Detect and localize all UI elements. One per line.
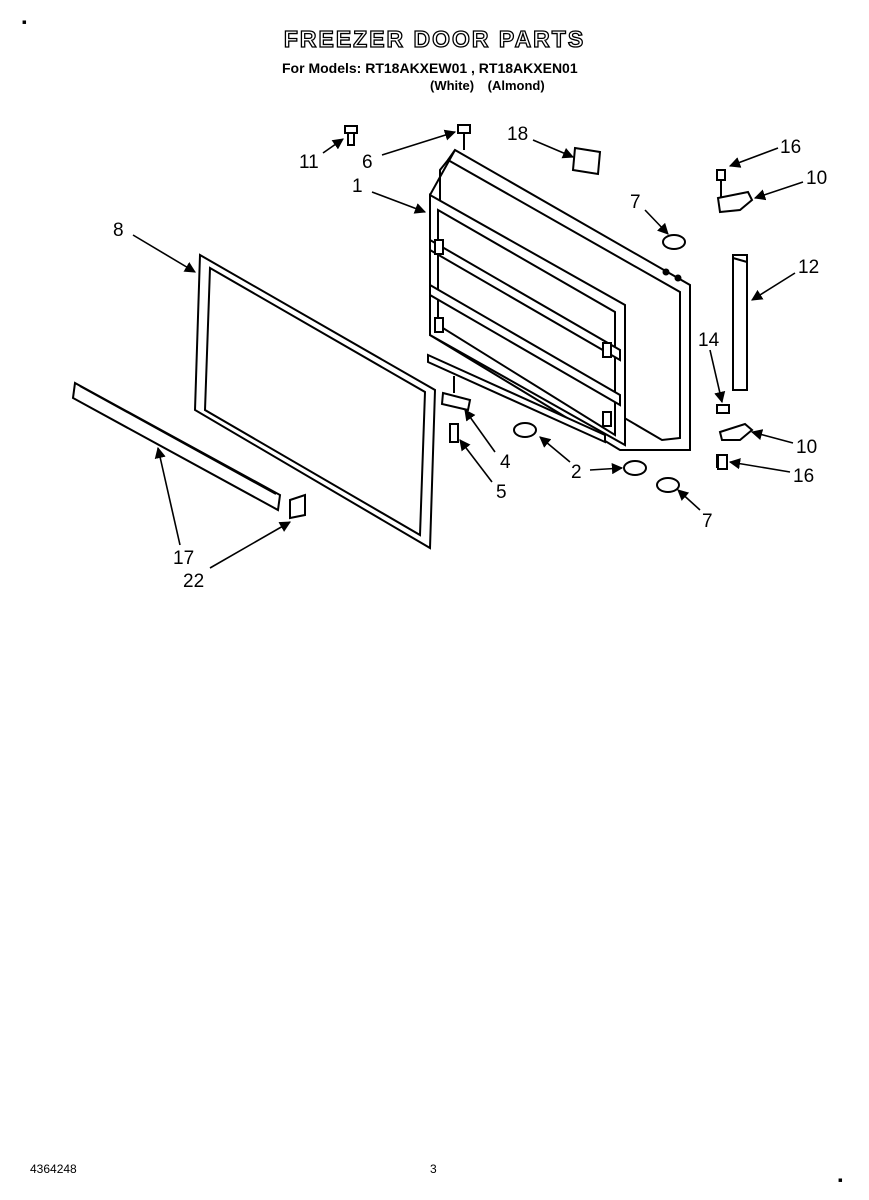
bottom-bushing — [656, 477, 680, 493]
model-colors: (White) (Almond) — [430, 78, 545, 93]
callout-7-bottom: 7 — [702, 511, 713, 532]
callout-18: 18 — [507, 124, 528, 145]
callout-14: 14 — [698, 330, 720, 351]
door-liner — [427, 148, 691, 451]
callout-6: 6 — [362, 152, 373, 173]
leader-lines — [132, 129, 804, 569]
part-number: 4364248 — [30, 1162, 77, 1176]
screw — [457, 124, 471, 150]
callout-2: 2 — [571, 462, 582, 483]
callout-8: 8 — [113, 220, 124, 241]
callout-1: 1 — [352, 176, 363, 197]
model-numbers: For Models: RT18AKXEW01 , RT18AKXEN01 — [282, 60, 578, 76]
door-stop — [440, 376, 472, 443]
top-hinge-bracket — [716, 169, 754, 214]
corner-mark-bottom-right: ▪ — [838, 1176, 843, 1184]
callout-5: 5 — [496, 482, 507, 503]
callout-17: 17 — [173, 548, 194, 569]
door-stop-bar — [732, 254, 748, 391]
top-bushing — [662, 234, 686, 250]
plug — [344, 125, 358, 146]
callout-4: 4 — [500, 452, 511, 473]
callout-10-top: 10 — [806, 168, 827, 189]
callout-7-top: 7 — [630, 192, 641, 213]
door-handle — [71, 381, 282, 512]
page-number: 3 — [430, 1162, 437, 1176]
page-title: FREEZER DOOR PARTS — [283, 25, 586, 52]
corner-mark-top-left: ▪ — [22, 18, 27, 26]
washer-right — [623, 460, 647, 476]
handle-end-cap — [289, 493, 306, 520]
callout-12: 12 — [798, 257, 819, 278]
hinge-screw — [717, 454, 728, 470]
callout-16-top: 16 — [780, 137, 801, 158]
washer-left — [513, 422, 537, 438]
callout-labels: 1 2 4 5 6 7 7 8 10 10 11 12 14 16 16 17 … — [113, 124, 827, 592]
callout-22: 22 — [183, 571, 204, 592]
callout-16-bottom: 16 — [793, 466, 814, 487]
callout-11: 11 — [299, 152, 319, 173]
door-gasket — [193, 253, 437, 550]
label — [571, 146, 602, 176]
callout-10-bottom: 10 — [796, 437, 817, 458]
